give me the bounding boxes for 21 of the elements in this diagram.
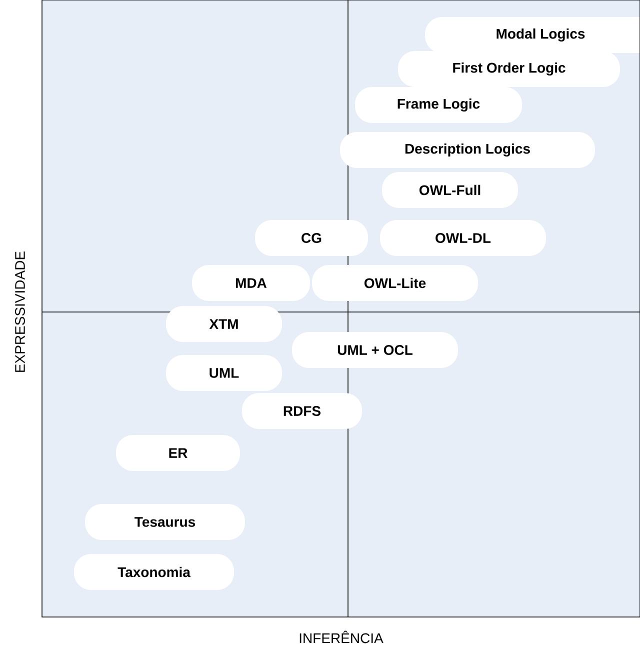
term-pill: OWL-DL: [380, 220, 546, 256]
term-pill: OWL-Lite: [312, 265, 478, 301]
term-pill: CG: [255, 220, 368, 256]
term-pill: Modal Logics: [425, 17, 640, 53]
term-pill: Tesaurus: [85, 504, 245, 540]
node-label: First Order Logic: [453, 62, 566, 76]
term-pill: Taxonomia: [74, 554, 234, 590]
axis-label: INFERÊNCIA: [300, 630, 384, 644]
term-pill: RDFS: [242, 393, 362, 429]
term-pill: ER: [116, 435, 240, 471]
term-pill: XTM: [166, 306, 282, 342]
node-label: Frame Logic: [398, 98, 480, 112]
term-pill: First Order Logic: [398, 51, 620, 87]
term-pill: UML + OCL: [292, 332, 458, 368]
node-label: Modal Logics: [496, 28, 585, 42]
term-pill: MDA: [192, 265, 310, 301]
axis-label: EXPRESSIVIDADE: [15, 252, 25, 372]
term-pill: OWL-Full: [382, 172, 518, 208]
term-pill: UML: [166, 355, 282, 391]
term-pill: Description Logics: [340, 132, 595, 168]
term-pill: Frame Logic: [355, 87, 522, 123]
